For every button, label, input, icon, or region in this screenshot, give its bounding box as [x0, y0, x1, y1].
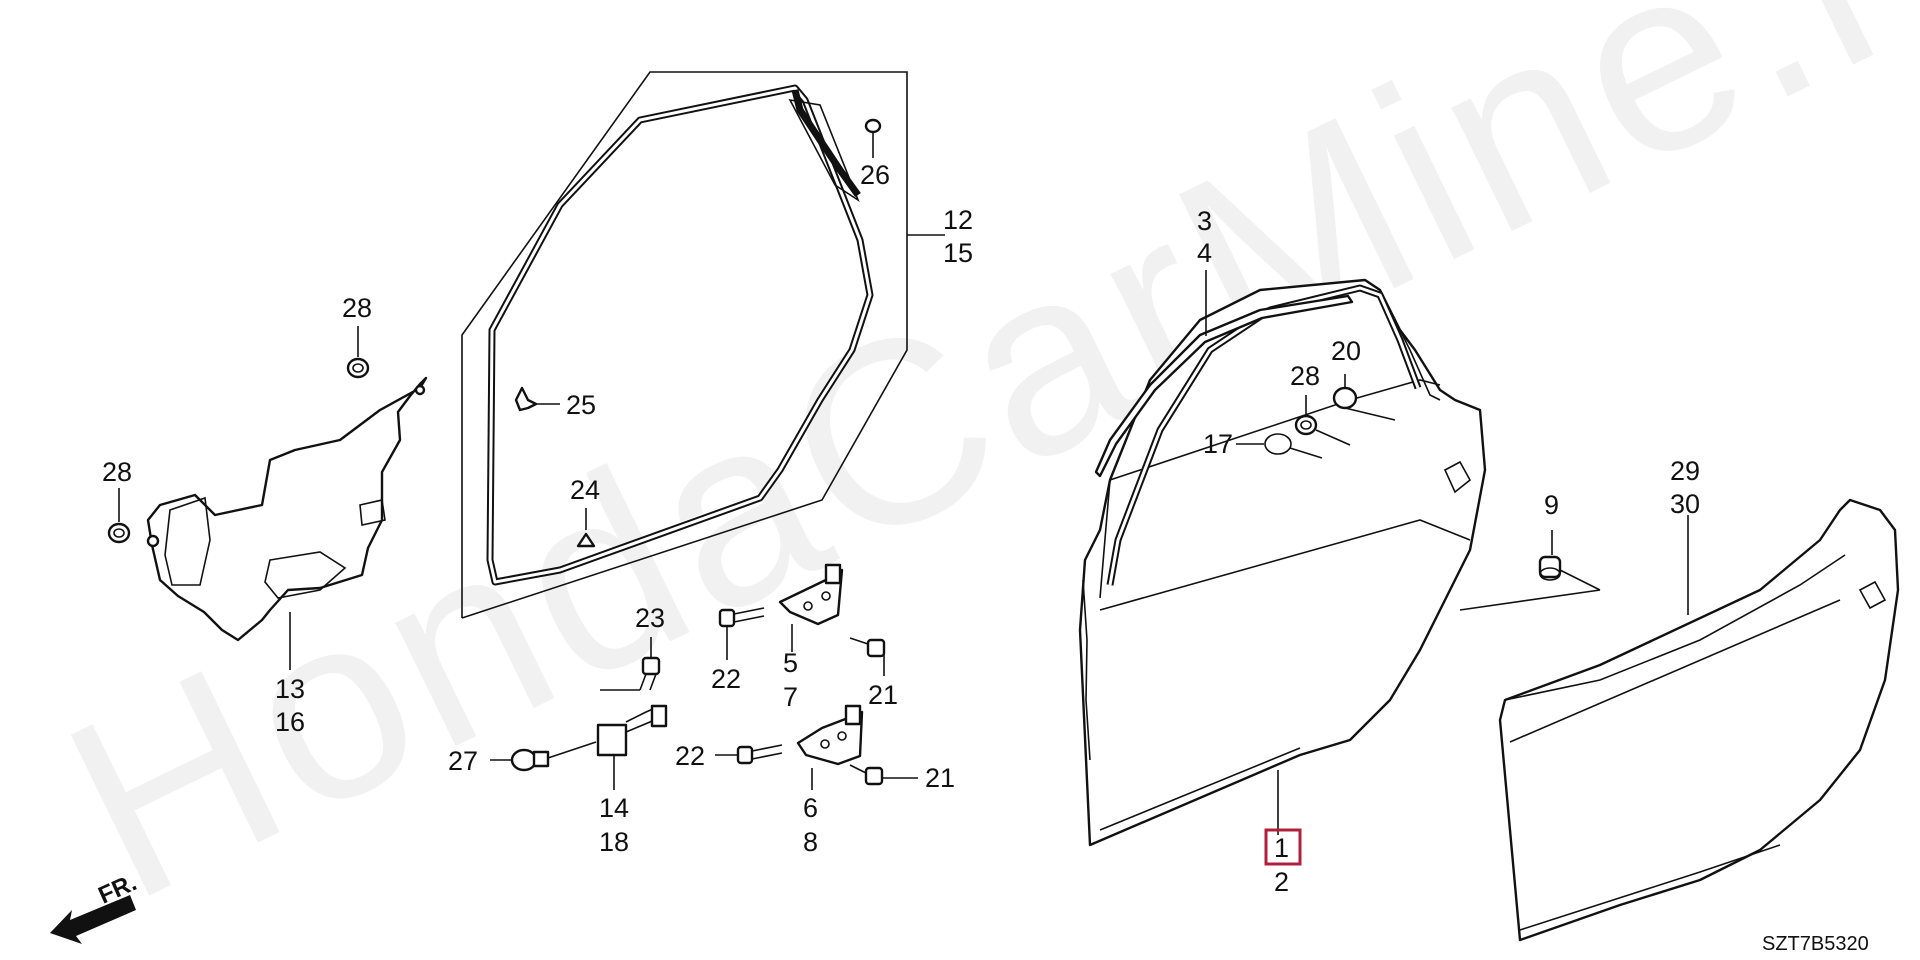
label-9: 9: [1544, 490, 1559, 520]
plug-9[interactable]: [1459, 530, 1601, 611]
label-17: 17: [1203, 429, 1233, 459]
part-labels: 28 28 13 16 26 12 15 25 24 23 22 5 7 21 …: [102, 160, 1700, 897]
inner-panel-cover[interactable]: [146, 376, 428, 642]
door-checker[interactable]: [596, 704, 668, 790]
label-29: 29: [1670, 456, 1700, 486]
label-2: 2: [1274, 867, 1289, 897]
label-14: 14: [599, 793, 629, 823]
label-24: 24: [570, 475, 600, 505]
bolt-23[interactable]: [600, 637, 661, 691]
weatherstrip-outline-box: [461, 71, 945, 619]
label-4: 4: [1197, 238, 1212, 268]
label-20: 20: [1331, 336, 1361, 366]
bolt-22-lower[interactable]: [715, 744, 783, 765]
label-16: 16: [275, 707, 305, 737]
label-26: 26: [860, 160, 890, 190]
clip-25[interactable]: [514, 386, 560, 412]
label-7: 7: [783, 682, 798, 712]
label-21-upper: 21: [868, 680, 898, 710]
diagram-code: SZT7B5320: [1762, 933, 1869, 955]
label-5: 5: [783, 648, 798, 678]
label-8: 8: [803, 827, 818, 857]
bolt-21-lower[interactable]: [849, 764, 918, 786]
door-molding-3[interactable]: [1094, 270, 1354, 478]
label-22-upper: 22: [711, 664, 741, 694]
clip-24[interactable]: [576, 508, 596, 548]
bolt-21-upper[interactable]: [849, 637, 886, 676]
label-3: 3: [1197, 206, 1212, 236]
label-27: 27: [448, 746, 478, 776]
label-13: 13: [275, 674, 305, 704]
lower-hinge[interactable]: [796, 704, 864, 766]
clip-28-upper[interactable]: [346, 326, 370, 379]
highlight-box: [1264, 828, 1302, 866]
label-18: 18: [599, 827, 629, 857]
label-28-door: 28: [1290, 361, 1320, 391]
bolt-27[interactable]: [490, 741, 597, 772]
label-1: 1: [1274, 833, 1289, 863]
bolt-22-upper[interactable]: [718, 607, 765, 660]
label-25: 25: [566, 390, 596, 420]
label-6: 6: [803, 793, 818, 823]
clip-28-left[interactable]: [107, 488, 131, 544]
label-15: 15: [943, 238, 973, 268]
label-21-lower: 21: [925, 763, 955, 793]
clip-28-door[interactable]: [1294, 395, 1351, 446]
label-28-left: 28: [102, 457, 132, 487]
label-28-upper: 28: [342, 293, 372, 323]
upper-hinge[interactable]: [778, 563, 844, 626]
label-30: 30: [1670, 489, 1700, 519]
label-22-lower: 22: [675, 741, 705, 771]
label-12: 12: [943, 205, 973, 235]
clip-26[interactable]: [864, 118, 882, 158]
label-23: 23: [635, 603, 665, 633]
door-weatherstrip[interactable]: [486, 84, 874, 586]
front-direction-arrow-icon: FR.: [50, 869, 141, 944]
seal-17[interactable]: [1236, 433, 1323, 459]
door-plug-20[interactable]: [1332, 374, 1396, 421]
door-skin-panel[interactable]: [1498, 498, 1900, 942]
